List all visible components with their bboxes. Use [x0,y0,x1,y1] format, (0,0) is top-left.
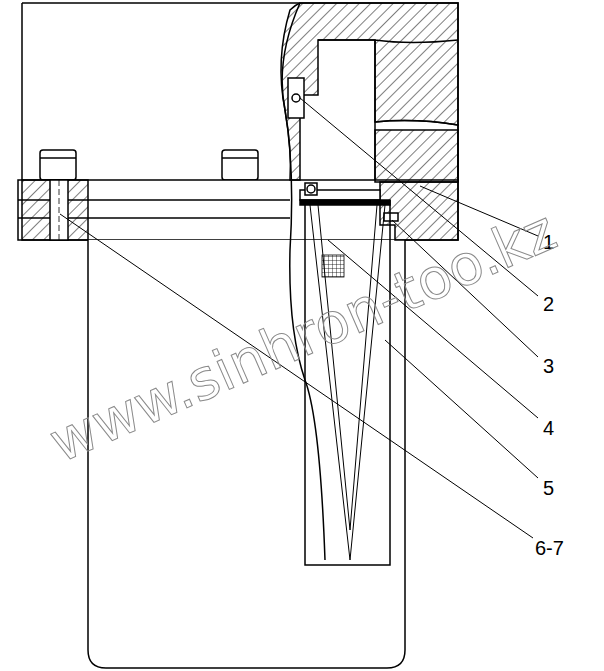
callout-number: 6-7 [535,538,564,558]
callout-number: 3 [543,356,554,376]
callout-number: 4 [543,418,554,438]
callout-number: 2 [543,294,554,314]
callout-number: 5 [543,478,554,498]
